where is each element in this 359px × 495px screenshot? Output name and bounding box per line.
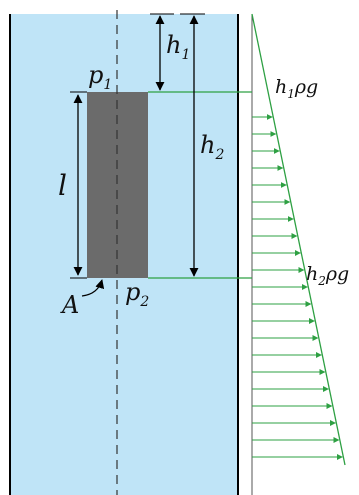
dimension-h2 (180, 13, 205, 277)
label-h1: h1 (166, 31, 190, 63)
label-pressure-top: h1ρg (275, 76, 318, 101)
pressure-distribution (251, 13, 346, 495)
label-A: A (60, 291, 79, 319)
pressure-envelope (251, 13, 346, 466)
label-pressure-bottom: h2ρg (306, 263, 349, 288)
dimension-h1 (150, 13, 174, 91)
label-l: l (58, 169, 67, 202)
label-p1: p1 (88, 61, 112, 93)
label-h2: h2 (200, 131, 224, 163)
label-p2: p2 (125, 278, 149, 310)
area-pointer (81, 279, 105, 297)
dimension-l (70, 91, 87, 279)
